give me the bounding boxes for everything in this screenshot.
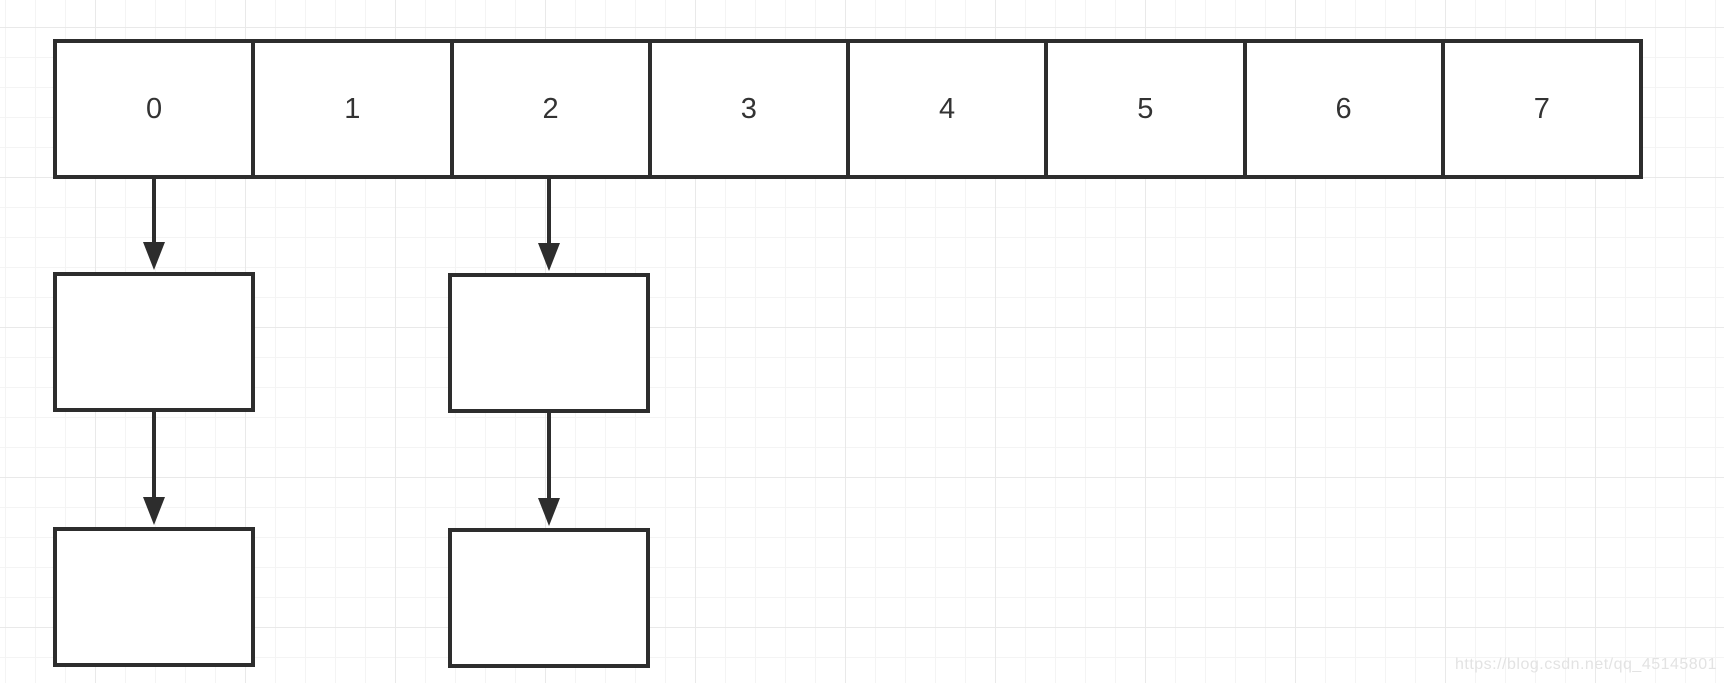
array-cell-2: 2 [449,39,652,179]
connector-arrow-bucket2-to-node1 [538,179,560,271]
array-cell-0: 0 [53,39,256,179]
array-cell-4: 4 [846,39,1049,179]
array-cell-6: 6 [1242,39,1445,179]
array-cell-7: 7 [1440,39,1643,179]
connector-arrow-node1-to-node2-bucket0 [143,412,165,525]
connector-arrow-node1-to-node2-bucket2 [538,413,560,526]
csdn-watermark: https://blog.csdn.net/qq_45145801 [1454,656,1717,673]
array-cell-5: 5 [1044,39,1247,179]
array-cell-3: 3 [647,39,850,179]
chain-node-bucket0-second [53,527,255,667]
connector-arrow-bucket0-to-node1 [143,179,165,270]
chain-node-bucket2-second [448,528,650,668]
bucket-array: 0 1 2 3 4 5 6 7 [53,39,1643,179]
chain-node-bucket0-first [53,272,255,412]
chain-node-bucket2-first [448,273,650,413]
array-cell-1: 1 [251,39,454,179]
